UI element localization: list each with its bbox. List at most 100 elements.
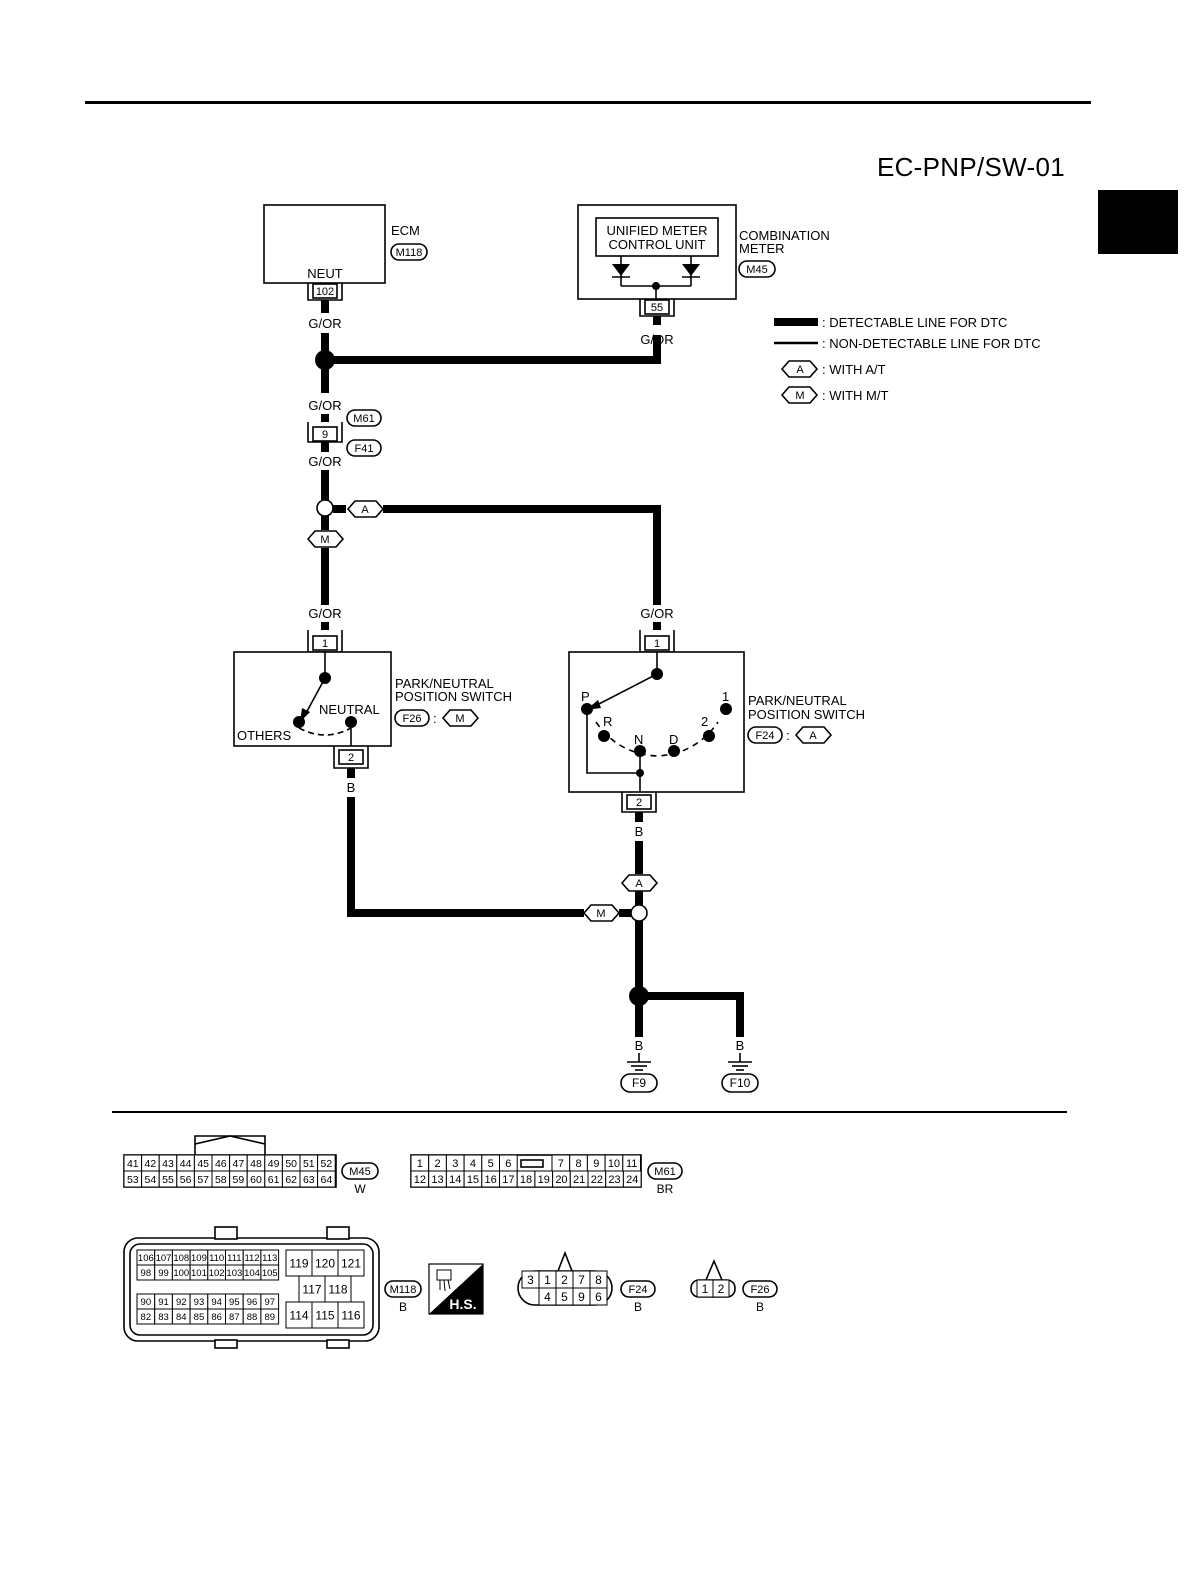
legend-with-at: : WITH A/T	[822, 362, 886, 377]
cavity-number: 105	[262, 1268, 278, 1279]
cavity-number: 117	[302, 1282, 321, 1296]
connector-cavity	[589, 1287, 608, 1306]
option-a-tag: A	[361, 504, 369, 516]
cavity-number: 20	[555, 1174, 567, 1186]
wire-color: G/OR	[308, 606, 341, 621]
switch-at-pos-n: N	[634, 732, 643, 747]
connector-color: B	[756, 1300, 764, 1314]
cavity-number: 58	[215, 1174, 227, 1186]
connector-color: B	[399, 1300, 407, 1314]
cavity-number: 113	[262, 1253, 277, 1264]
meter-label-line1: COMBINATION	[739, 228, 830, 243]
connector-cavity	[622, 1170, 642, 1188]
connector-cavity	[285, 1301, 313, 1329]
connector-color: BR	[657, 1182, 674, 1196]
cavity-number: 49	[268, 1158, 280, 1170]
cavity-number: 42	[145, 1158, 157, 1170]
option-a-tag: A	[635, 878, 643, 890]
wire-color: G/OR	[308, 454, 341, 469]
ground-icon	[728, 1053, 752, 1071]
legend-non-detectable: : NON-DETECTABLE LINE FOR DTC	[822, 336, 1041, 351]
cavity-number: 7	[578, 1273, 585, 1287]
cavity-number: 101	[191, 1268, 207, 1279]
cavity-number: 106	[138, 1253, 154, 1264]
meter-label-line2: METER	[739, 241, 785, 256]
cavity-number: 100	[173, 1268, 189, 1279]
cavity-number: 12	[414, 1174, 426, 1186]
cavity-number: 93	[194, 1297, 205, 1308]
cavity-number: 87	[229, 1312, 240, 1323]
cavity-number: 9	[593, 1158, 599, 1170]
option-m-tag: M	[596, 908, 605, 920]
connector-cavity	[285, 1249, 313, 1277]
cavity-number: 85	[194, 1312, 205, 1323]
hs-label: H.S.	[449, 1296, 476, 1312]
legend-at-code: A	[796, 364, 804, 376]
cavity-number: 116	[341, 1308, 360, 1322]
switch-at-pos-r: R	[603, 714, 612, 729]
option-branch	[630, 904, 648, 922]
cavity-number: 3	[452, 1158, 458, 1170]
joint-connector-lower: F41	[355, 443, 374, 455]
switch-at-connector: F24	[756, 730, 775, 742]
cavity-number: 1	[702, 1282, 709, 1296]
cavity-number: 98	[141, 1268, 152, 1279]
ecm-connector: M118	[396, 247, 423, 259]
cavity-number: 7	[558, 1158, 564, 1170]
cavity-number: 119	[289, 1256, 308, 1270]
cavity-number: 121	[341, 1256, 361, 1270]
cavity-number: 50	[285, 1158, 297, 1170]
cavity-number: 107	[156, 1253, 172, 1264]
wire-color: B	[347, 780, 356, 795]
cavity-number: 4	[544, 1290, 551, 1304]
cavity-number: 46	[215, 1158, 227, 1170]
cavity-number: 2	[434, 1158, 440, 1170]
switch-mt-label-line2: POSITION SWITCH	[395, 689, 512, 704]
diode-icon	[612, 264, 630, 276]
cavity-number: 110	[209, 1253, 224, 1264]
option-m-tag: M	[320, 534, 329, 546]
cavity-number: 88	[247, 1312, 258, 1323]
cavity-number: 9	[578, 1290, 585, 1304]
cavity-number: 23	[608, 1174, 620, 1186]
combination-meter: UNIFIED METER CONTROL UNIT COMBINATION M…	[577, 204, 830, 317]
cavity-number: 62	[285, 1174, 297, 1186]
cavity-number: 82	[141, 1312, 152, 1323]
ground-right: F10	[730, 1076, 751, 1090]
cavity-number: 111	[227, 1253, 241, 1264]
legend-detectable: : DETECTABLE LINE FOR DTC	[822, 315, 1007, 330]
cavity-number: 5	[561, 1290, 568, 1304]
cavity-number: 60	[250, 1174, 262, 1186]
cavity-number: 63	[303, 1174, 315, 1186]
unit-label-line1: UNIFIED METER	[606, 223, 707, 238]
cavity-number: 2	[718, 1282, 725, 1296]
cavity-number: 19	[538, 1174, 550, 1186]
cavity-number: 118	[328, 1282, 347, 1296]
cavity-number: 2	[561, 1273, 568, 1287]
wire-color: G/OR	[308, 398, 341, 413]
cavity-number: 86	[211, 1312, 222, 1323]
ecm-terminal-name: NEUT	[307, 266, 342, 281]
ground-icon	[627, 1053, 651, 1071]
cavity-number: 8	[595, 1273, 602, 1287]
switch-mt-connector: F26	[403, 713, 422, 725]
switch-at-pos-2: 2	[701, 714, 708, 729]
cavity-number: 112	[244, 1253, 259, 1264]
meter-terminal: 55	[651, 302, 663, 314]
legend-mt-code: M	[795, 390, 804, 402]
cavity-number: 96	[247, 1297, 258, 1308]
switch-mt-others: OTHERS	[237, 728, 292, 743]
legend-with-mt: : WITH M/T	[822, 388, 888, 403]
switch-at-pin-top: 1	[654, 638, 660, 650]
cavity-number: 83	[158, 1312, 169, 1323]
cavity-number: 57	[197, 1174, 209, 1186]
cavity-number: 109	[191, 1253, 207, 1264]
cavity-number: 104	[244, 1268, 260, 1279]
cavity-number: 47	[233, 1158, 245, 1170]
switch-mt-pin-top: 1	[322, 638, 328, 650]
cavity-number: 97	[264, 1297, 275, 1308]
cavity-number: 56	[180, 1174, 192, 1186]
switch-at-pos-1: 1	[722, 689, 729, 704]
